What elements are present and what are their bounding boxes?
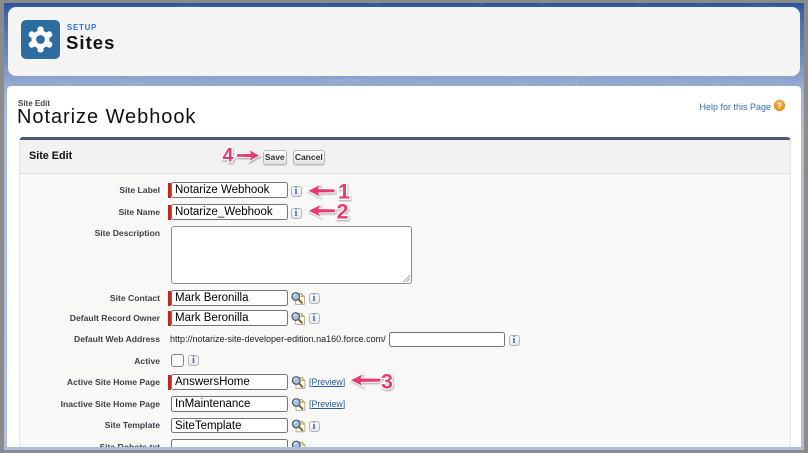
svg-text:?: ? <box>777 101 782 111</box>
svg-text:1: 1 <box>338 179 350 203</box>
svg-text:3: 3 <box>381 369 393 393</box>
svg-text:2: 2 <box>337 199 349 223</box>
svg-text:4: 4 <box>223 145 234 167</box>
